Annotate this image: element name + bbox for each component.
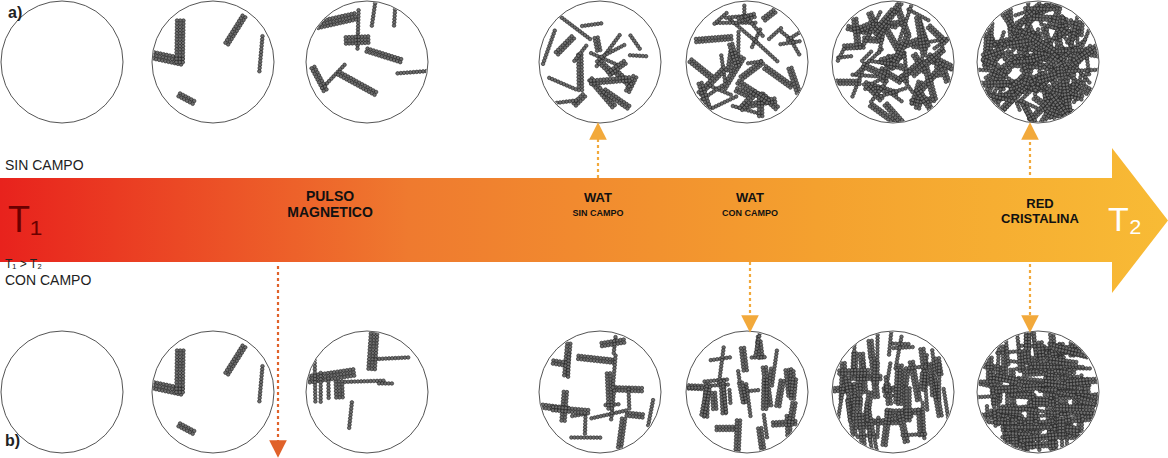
arrow-label: CON CAMPO bbox=[722, 208, 778, 218]
condition-label: T₁ > T₂ bbox=[5, 258, 42, 271]
sample-circle bbox=[306, 329, 428, 453]
arrow-label: T₁ bbox=[8, 199, 42, 240]
sample-circle bbox=[678, 328, 808, 457]
panel-letter: b) bbox=[5, 432, 20, 450]
arrow-label: PULSO MAGNETICO bbox=[280, 188, 380, 220]
sample-circle bbox=[829, 0, 963, 131]
arrow-shape bbox=[0, 148, 1168, 293]
arrow-label: WAT bbox=[584, 191, 612, 206]
arrow-label: T₂ bbox=[1108, 200, 1142, 239]
sample-circle bbox=[539, 1, 661, 123]
sample-circle bbox=[686, 1, 808, 123]
condition-label: CON CAMPO bbox=[5, 273, 91, 288]
pointer-line bbox=[1029, 252, 1031, 324]
sample-circle bbox=[969, 321, 1106, 458]
arrow-label: WAT bbox=[736, 191, 764, 206]
sample-circle bbox=[1, 331, 123, 453]
panel-letter: a) bbox=[8, 4, 22, 22]
arrow-label: RED CRISTALINA bbox=[995, 197, 1085, 227]
pointer-line bbox=[1029, 131, 1031, 175]
arrow-label: SIN CAMPO bbox=[572, 208, 623, 218]
sample-circle bbox=[151, 1, 274, 123]
pointer-line bbox=[597, 131, 599, 184]
pointer-line bbox=[277, 266, 279, 449]
sample-circle bbox=[1, 1, 123, 123]
condition-label: SIN CAMPO bbox=[5, 158, 84, 173]
sample-circle bbox=[531, 331, 661, 453]
sample-circle bbox=[820, 318, 954, 453]
sample-circle bbox=[977, 0, 1104, 129]
temperature-arrow: T₁ PULSO MAGNETICO WAT SIN CAMPO WAT CON CAMP… bbox=[0, 148, 1168, 293]
sample-circle bbox=[306, 0, 431, 123]
sample-circle bbox=[151, 331, 274, 453]
